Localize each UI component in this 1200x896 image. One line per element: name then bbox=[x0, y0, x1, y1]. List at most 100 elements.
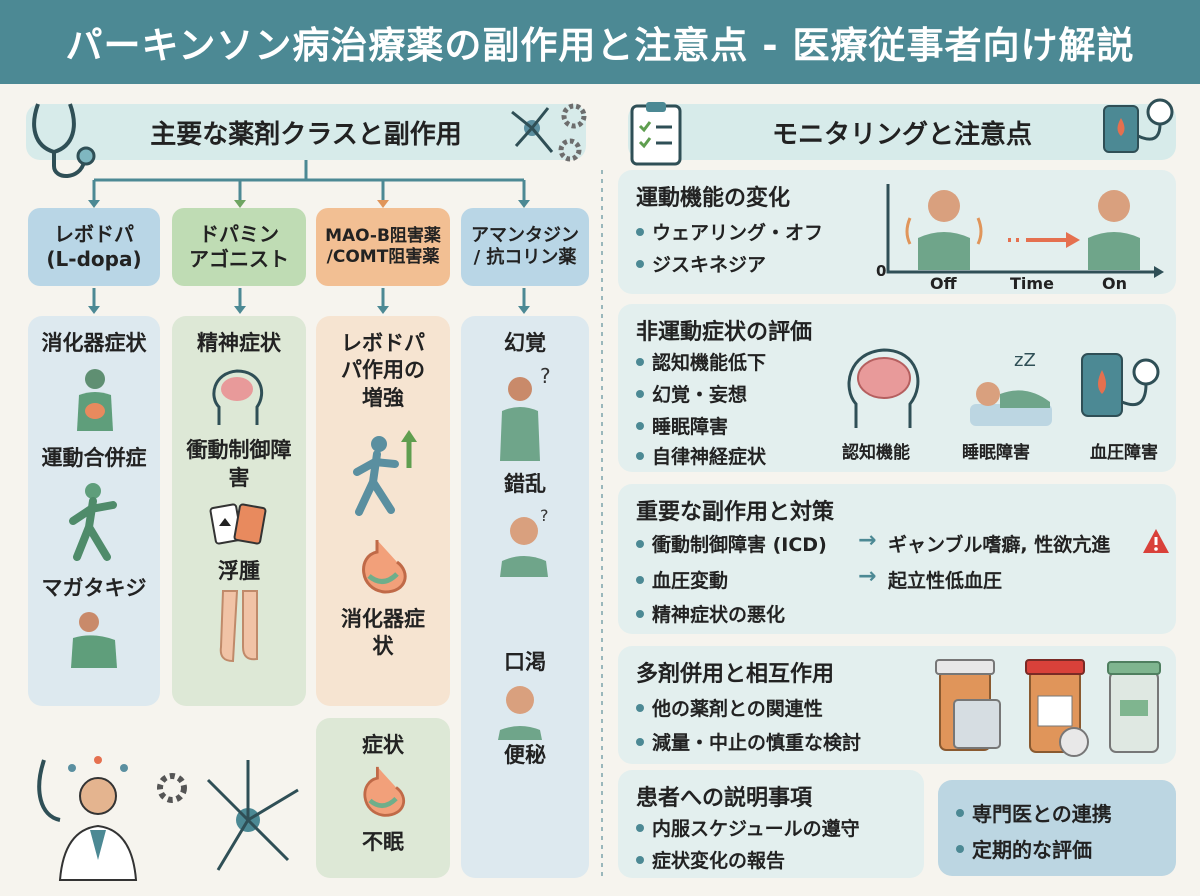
class-maob-comt: MAO-B阻害薬 /COMT阻害薬 bbox=[316, 208, 450, 286]
nonmotor-box: 非運動症状の評価 認知機能低下 幻覚・妄想 睡眠障害 自律神経症状 zZ 認知機… bbox=[618, 304, 1176, 472]
class-down-arrows bbox=[88, 288, 530, 314]
class-levodopa-line1: レボドパ bbox=[54, 222, 134, 246]
blood-pressure-monitor-icon bbox=[1103, 98, 1174, 153]
nonmotor-item-sleep: 睡眠障害 bbox=[636, 412, 728, 439]
dyskinesia-person-icon bbox=[69, 482, 117, 561]
stomach-pain-person-icon bbox=[77, 369, 113, 432]
svg-text:zZ: zZ bbox=[1014, 350, 1036, 371]
graph-time-label: Time bbox=[1010, 274, 1054, 293]
nonmotor-item-cognition: 認知機能低下 bbox=[636, 348, 766, 375]
class-amantadine-line1: アマンタジン bbox=[471, 224, 579, 246]
column-divider bbox=[601, 170, 603, 880]
caption-sleep: 睡眠障害 bbox=[962, 443, 1030, 463]
effect-impulse-control: 衝動制御障害 bbox=[186, 438, 292, 490]
levodopa-effects: 消化器症状 運動合併症 マガタキジ bbox=[28, 316, 160, 706]
playing-cards-icon bbox=[209, 503, 267, 545]
svg-text:?: ? bbox=[540, 364, 551, 388]
monitoring-heading: モニタリングと注意点 bbox=[628, 104, 1176, 160]
stethoscope-icon bbox=[32, 103, 96, 178]
class-amantadine-line2: / 抗コリン薬 bbox=[473, 247, 577, 268]
effect-levodopa-potentiation: レボドパパ作用の増強 bbox=[341, 331, 425, 410]
important-row-bp-right: 起立性低血圧 bbox=[888, 570, 1003, 592]
doctor-icon bbox=[37, 756, 138, 881]
clipboard-icon bbox=[630, 102, 682, 166]
blood-pressure-icon bbox=[1081, 353, 1160, 417]
warning-icon bbox=[1143, 529, 1169, 553]
effect-confusion: 錯乱 bbox=[504, 472, 546, 497]
page-title: パーキンソン病治療薬の副作用と注意点 - 医療従事者向け解説 bbox=[0, 0, 1200, 84]
important-row-psych: 精神症状の悪化 bbox=[636, 600, 785, 627]
motor-heading: 運動機能の変化 bbox=[636, 186, 791, 211]
nonmotor-item-hallucination: 幻覚・妄想 bbox=[636, 380, 747, 407]
brain-head-icon bbox=[212, 369, 264, 426]
drinking-person-icon bbox=[498, 685, 542, 740]
graph-off-label: Off bbox=[930, 274, 957, 293]
patient-item-adherence: 内服スケジュールの遵守 bbox=[636, 814, 860, 841]
brain-icon bbox=[847, 348, 920, 428]
important-arrow-2: → bbox=[858, 564, 877, 589]
poly-heading: 多剤併用と相互作用 bbox=[636, 662, 835, 687]
specialist-box: 専門医との連携 定期的な評価 bbox=[938, 780, 1176, 876]
agonist-effects: 精神症状 衝動制御障害 浮腫 bbox=[172, 316, 306, 706]
class-dopamine-agonist: ドパミン アゴニスト bbox=[172, 208, 306, 286]
off-on-graph bbox=[886, 184, 1164, 278]
amantadine-effects: 幻覚 ? 錯乱 ? 口渇 便秘 bbox=[461, 316, 589, 878]
tired-person-icon bbox=[71, 611, 117, 668]
poly-item-interaction: 他の薬剤との関連性 bbox=[636, 694, 823, 721]
maob-effects: レボドパパ作用の増強 消化器症状 bbox=[316, 316, 450, 706]
neuron-gear-icon bbox=[511, 103, 587, 162]
effect-constipation: 便秘 bbox=[504, 742, 546, 767]
important-row-icd-right: ギャンブル嗜癖, 性欲亢進 bbox=[888, 534, 1111, 556]
stomach-icon-2 bbox=[363, 767, 406, 818]
specialist-item-evaluation: 定期的な評価 bbox=[956, 834, 1092, 863]
class-maob-comt-line1: MAO-B阻害薬 bbox=[325, 225, 441, 246]
svg-text:?: ? bbox=[540, 506, 549, 525]
class-levodopa: レボドパ (L-dopa) bbox=[28, 208, 160, 286]
class-dopamine-agonist-line2: アゴニスト bbox=[189, 247, 289, 271]
extra-symptom-label: 症状 bbox=[362, 733, 404, 757]
important-effects-box: 重要な副作用と対策 衝動制御障害 (ICD) → ギャンブル嗜癖, 性欲亢進 血… bbox=[618, 484, 1176, 634]
neuron-icon bbox=[206, 760, 299, 871]
tree-connector bbox=[88, 160, 530, 208]
class-amantadine: アマンタジン / 抗コリン薬 bbox=[461, 208, 589, 286]
insomnia-box: 症状 不眠 bbox=[316, 718, 450, 878]
graph-zero-label: 0 bbox=[876, 262, 887, 280]
motor-item-dyskinesia: ジスキネジア bbox=[636, 250, 766, 277]
patient-education-box: 患者への説明事項 内服スケジュールの遵守 症状変化の報告 bbox=[618, 770, 924, 878]
nonmotor-item-autonomic: 自律神経症状 bbox=[636, 442, 766, 469]
effect-insomnia: 不眠 bbox=[362, 830, 404, 855]
class-maob-comt-line2: /COMT阻害薬 bbox=[326, 247, 440, 267]
motor-item-wearing-off: ウェアリング・オフ bbox=[636, 218, 823, 245]
stomach-icon bbox=[362, 539, 407, 594]
drug-classes-heading: 主要な薬剤クラスと副作用 bbox=[26, 104, 586, 160]
effect-edema: 浮腫 bbox=[218, 558, 260, 583]
caption-cognition: 認知機能 bbox=[842, 443, 910, 463]
confused-person-icon: ? bbox=[500, 364, 551, 462]
nonmotor-heading: 非運動症状の評価 bbox=[636, 320, 813, 345]
walking-person-icon bbox=[353, 429, 417, 516]
patient-item-report: 症状変化の報告 bbox=[636, 846, 785, 873]
class-dopamine-agonist-line1: ドパミン bbox=[199, 222, 279, 246]
effect-psychiatric: 精神症状 bbox=[197, 331, 281, 355]
important-row-icd: 衝動制御障害 (ICD) bbox=[636, 530, 827, 557]
polypharmacy-box: 多剤併用と相互作用 他の薬剤との関連性 減量・中止の慎重な検討 bbox=[618, 646, 1176, 764]
important-heading: 重要な副作用と対策 bbox=[636, 500, 835, 525]
medicine-bottles-icon bbox=[935, 659, 1161, 757]
class-levodopa-line2: (L-dopa) bbox=[46, 247, 142, 271]
gear-icon bbox=[157, 773, 187, 803]
motor-function-box: 運動機能の変化 ウェアリング・オフ ジスキネジア 0 Off Time On bbox=[618, 170, 1176, 294]
dizzy-person-icon: ? bbox=[500, 506, 549, 577]
important-arrow-1: → bbox=[858, 528, 877, 553]
effect-dyskinesia: マガタキジ bbox=[41, 575, 147, 600]
important-row-bp: 血圧変動 bbox=[636, 566, 728, 593]
swollen-legs-icon bbox=[219, 590, 258, 663]
poly-item-taper: 減量・中止の慎重な検討 bbox=[636, 728, 861, 755]
sleeping-person-icon: zZ bbox=[970, 350, 1052, 426]
effect-motor-complication: 運動合併症 bbox=[41, 446, 147, 471]
effect-hallucination: 幻覚 bbox=[504, 331, 546, 355]
effect-gi: 消化器症状 bbox=[41, 331, 147, 355]
patient-heading: 患者への説明事項 bbox=[636, 786, 813, 811]
graph-on-label: On bbox=[1102, 274, 1127, 293]
effect-dry-mouth: 口渇 bbox=[504, 649, 546, 674]
caption-blood-pressure: 血圧障害 bbox=[1090, 443, 1158, 463]
